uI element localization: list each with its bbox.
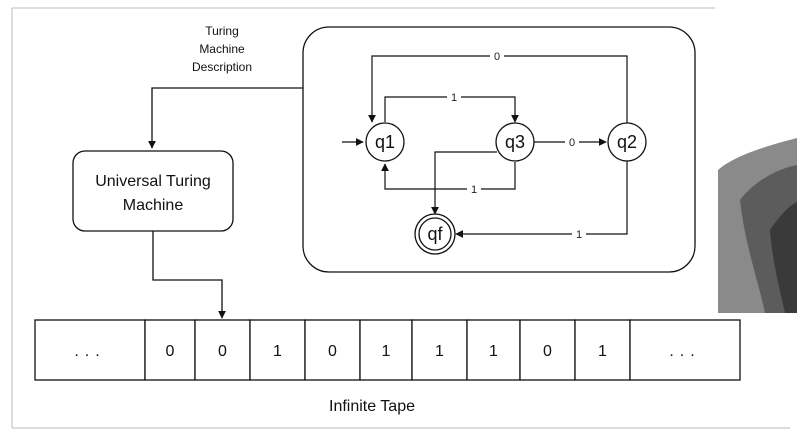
tape-cell-value: 0 <box>328 343 337 360</box>
edge-q2-to-q1 <box>372 56 627 124</box>
edge-q3-to-q2-label: 0 <box>569 137 575 149</box>
tape-cell-value: ... <box>74 343 105 360</box>
edge-q3-to-q1 <box>385 162 515 189</box>
tape-cell-value: ... <box>669 343 700 360</box>
state-q1-label: q1 <box>375 132 395 152</box>
tape-cell-value: 1 <box>382 343 391 360</box>
state-qf-label: qf <box>427 224 443 244</box>
edge-q2-to-q1-label: 0 <box>494 51 500 63</box>
background-texture <box>718 138 797 313</box>
utm-box <box>73 151 233 231</box>
edge-q2-to-qf-label: 1 <box>576 229 582 241</box>
tape-cell-value: 1 <box>598 343 607 360</box>
description-label-line3: Description <box>192 60 252 74</box>
edge-q1-to-q3-label: 1 <box>451 92 457 104</box>
description-label-line1: Turing <box>205 24 239 38</box>
description-to-utm-arrow <box>152 88 303 148</box>
tape-cell-value: 1 <box>435 343 444 360</box>
tape-cell-value: 1 <box>489 343 498 360</box>
utm-to-tape-arrow <box>153 231 222 318</box>
infinite-tape: ... 0 0 1 0 1 1 1 0 1... <box>35 320 740 380</box>
tape-cell-value: 0 <box>166 343 175 360</box>
description-label-line2: Machine <box>199 42 245 56</box>
tape-cell-value: 0 <box>218 343 227 360</box>
utm-label-line2: Machine <box>123 197 184 214</box>
edge-q3-to-qf <box>435 152 497 214</box>
utm-label-line1: Universal Turing <box>95 173 211 190</box>
edge-q3-to-q1-label: 1 <box>471 184 477 196</box>
edge-q2-to-qf <box>456 160 627 234</box>
state-q3-label: q3 <box>505 132 525 152</box>
tape-cell-value: 0 <box>543 343 552 360</box>
tape-cell-value: 1 <box>273 343 282 360</box>
state-q2-label: q2 <box>617 132 637 152</box>
tape-label: Infinite Tape <box>329 398 415 415</box>
